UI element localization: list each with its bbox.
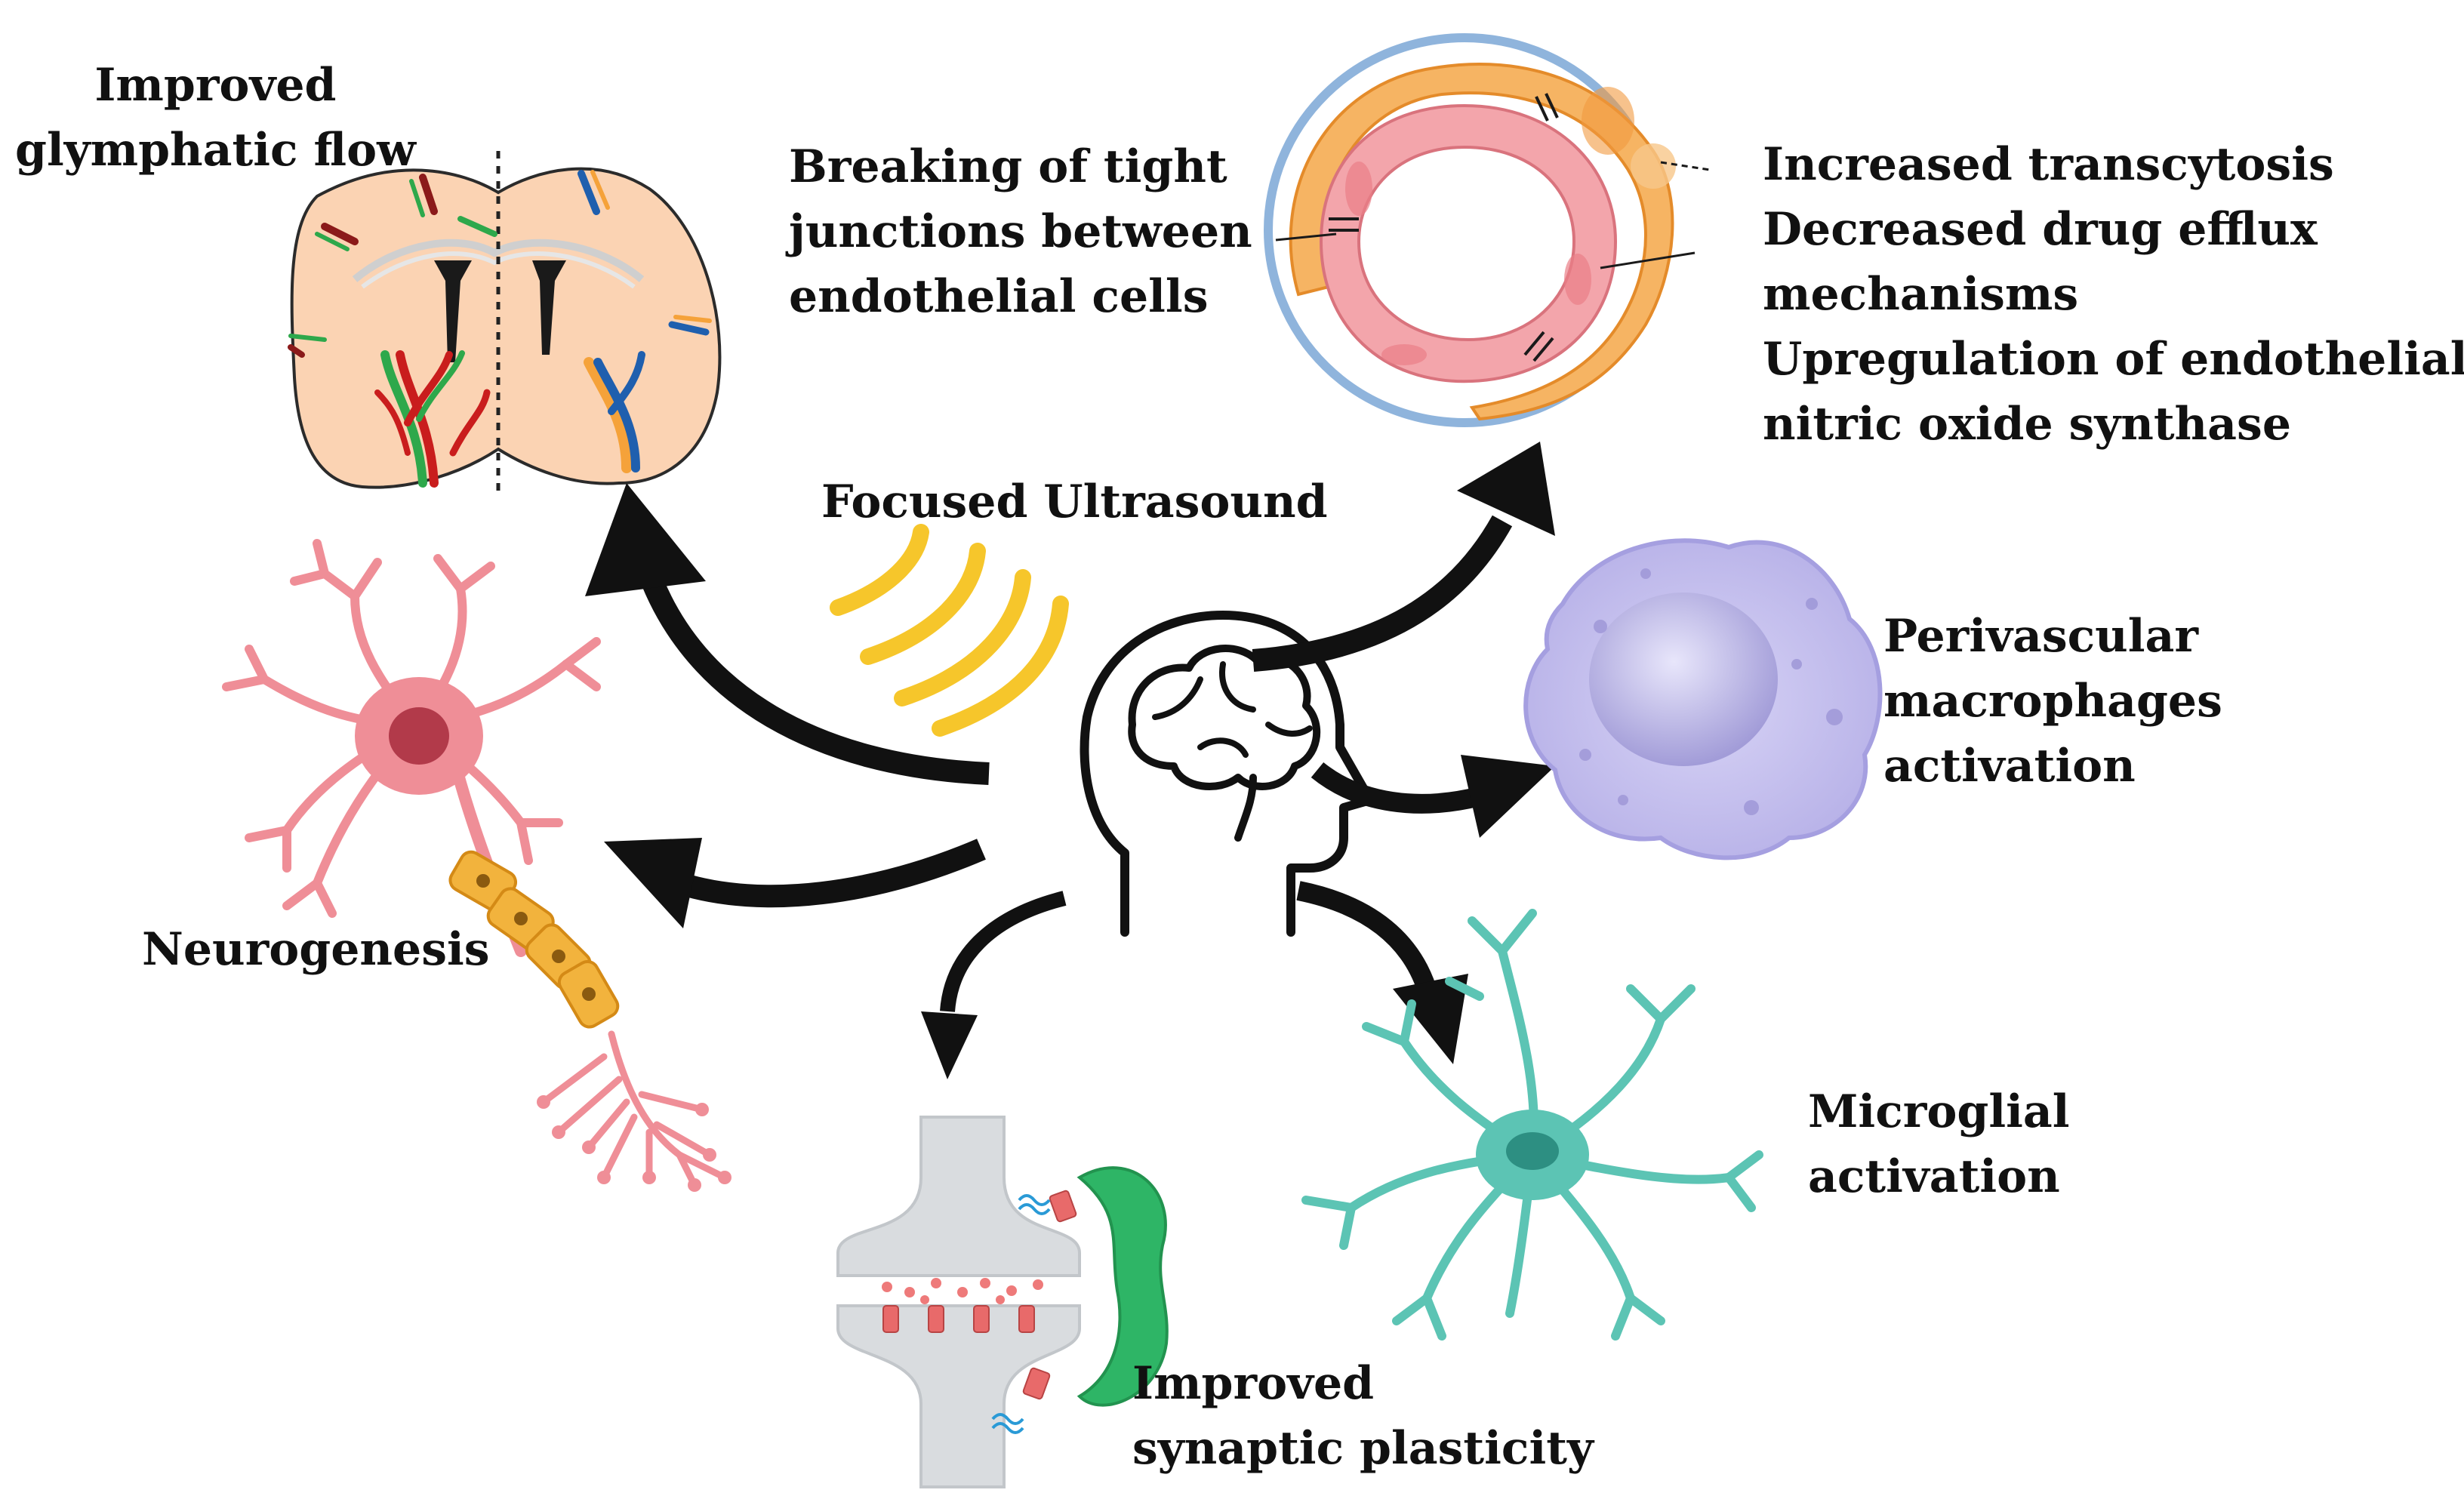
head-brain-icon: [1080, 611, 1375, 937]
label-microglia: Microglial activation: [1808, 1079, 2070, 1209]
arrow-synapse: [940, 891, 1067, 1012]
arrow-head-microglia: [1393, 974, 1468, 1064]
label-neurogenesis-line1: Neurogenesis: [142, 923, 490, 976]
label-glymphatic-line1: Improved: [94, 59, 337, 112]
label-bbb-line1: Increased transcytosis: [1763, 138, 2334, 191]
label-bbb-effects: Increased transcytosis Decreased drug ef…: [1763, 132, 2464, 457]
label-tight-junctions-line2: junctions between: [789, 205, 1252, 258]
blood-vessel-cross-section-icon: [1264, 33, 1711, 427]
label-synaptic-line1: Improved: [1132, 1357, 1375, 1410]
label-tight-junctions-line3: endothelial cells: [789, 270, 1209, 323]
brain-slice-icon: [288, 151, 722, 498]
label-microglia-line1: Microglial: [1808, 1085, 2070, 1138]
label-microglia-line2: activation: [1808, 1150, 2060, 1203]
label-tight-junctions: Breaking of tight junctions between endo…: [789, 134, 1252, 329]
arrow-head-synapse: [921, 1011, 978, 1079]
effect-arrows: [585, 442, 1555, 1079]
label-glymphatic: Improved glymphatic flow: [15, 53, 416, 183]
label-macrophages-line3: activation: [1883, 740, 2136, 793]
arrow-neuron: [676, 839, 986, 908]
label-synaptic-line2: synaptic plasticity: [1132, 1422, 1594, 1475]
arrow-head-macrophage: [1461, 755, 1555, 838]
label-macrophages-line1: Perivascular: [1883, 610, 2199, 663]
center-title: Focused Ultrasound: [821, 476, 1328, 528]
label-synaptic: Improved synaptic plasticity: [1132, 1351, 1594, 1481]
label-bbb-line3: mechanisms: [1763, 268, 2079, 321]
synapse-icon: [836, 1116, 1169, 1488]
label-tight-junctions-line1: Breaking of tight: [789, 140, 1227, 193]
label-bbb-line5: nitric oxide synthase: [1763, 398, 2291, 451]
label-glymphatic-line2: glymphatic flow: [15, 124, 416, 177]
arrow-microglia: [1296, 881, 1437, 993]
ultrasound-waves-icon: [830, 524, 1069, 737]
microglia-body: [1476, 1110, 1589, 1200]
arrow-glymphatic: [638, 569, 990, 785]
label-bbb-line2: Decreased drug efflux: [1763, 203, 2318, 256]
arrow-vessel: [1252, 515, 1513, 672]
label-macrophages-line2: macrophages: [1883, 675, 2222, 728]
arrow-head-glymphatic: [585, 483, 706, 596]
label-macrophages: Perivascular macrophages activation: [1883, 604, 2222, 799]
macrophage-icon: [1523, 538, 1883, 860]
arrow-head-vessel: [1457, 442, 1555, 536]
arrow-head-neuron: [604, 838, 702, 928]
label-bbb-line4: Upregulation of endothelial: [1763, 333, 2464, 386]
arrow-macrophage: [1311, 762, 1483, 814]
neuron-icon: [222, 539, 732, 1192]
label-neurogenesis: Neurogenesis: [142, 917, 490, 982]
